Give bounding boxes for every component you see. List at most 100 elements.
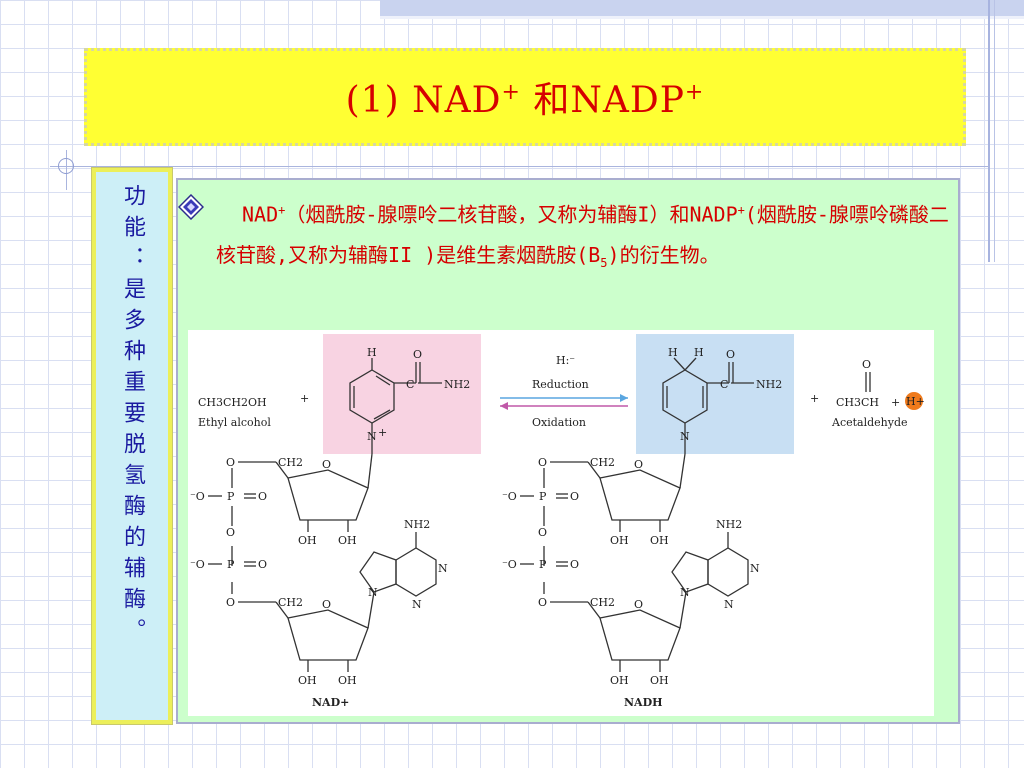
- group-ch2: CH2: [278, 456, 303, 469]
- atom-oh: OH: [650, 534, 669, 547]
- ethanol-name: Ethyl alcohol: [198, 416, 271, 429]
- atom-p: P: [539, 490, 547, 503]
- side-note-box: 功能：是多种重要脱氢酶的辅酶。: [91, 167, 173, 725]
- atom-c: C: [720, 378, 728, 391]
- para-text: (烟酰胺-腺嘌呤磷酸二核苷酸,又称为辅酶II )是维生素烟酰胺(B: [216, 202, 949, 267]
- group-nh2: NH2: [444, 378, 470, 391]
- nicotinamide-ring-reduced: [662, 357, 754, 454]
- plus-sign: +: [810, 392, 819, 405]
- title-sup: +: [684, 80, 705, 105]
- plus-sign: +: [300, 392, 309, 405]
- atom-n: N: [680, 586, 690, 599]
- plus-sign: +: [891, 396, 900, 409]
- atom-o: O: [226, 456, 235, 469]
- para-text: )的衍生物。: [607, 242, 720, 267]
- atom-o: O: [322, 458, 331, 471]
- decor-horizontal-line: [50, 166, 990, 167]
- minus-o: ⁻O: [190, 558, 205, 571]
- atom-oh: OH: [610, 534, 629, 547]
- atom-o: O: [413, 348, 422, 361]
- atom-h: H: [668, 346, 678, 359]
- minus-o: ⁻O: [502, 558, 517, 571]
- atom-n: N: [412, 598, 422, 611]
- side-note-text: 功能：是多种重要脱氢酶的辅酶。: [120, 184, 145, 649]
- atom-o: O: [570, 490, 579, 503]
- title-sup: +: [501, 80, 521, 105]
- nad-reaction-diagram: CH3CH2OH Ethyl alcohol + H O C NH2 N + H…: [190, 334, 925, 709]
- right-decor-line: [988, 0, 990, 262]
- nadh-highlight-box: [636, 334, 794, 454]
- title-part: 和NADP: [520, 80, 685, 121]
- proton-circle: [905, 392, 923, 410]
- reduction-label: Reduction: [532, 378, 589, 391]
- n-plus-charge: +: [378, 426, 387, 439]
- atom-oh: OH: [298, 534, 317, 547]
- atom-o: O: [538, 526, 547, 539]
- title-part: (1) NAD: [345, 80, 502, 121]
- top-decor-band: [380, 0, 1024, 16]
- atom-oh: OH: [650, 674, 669, 687]
- para-text: （烟酰胺-腺嘌呤二核苷酸，又称为辅酶I）和NADP: [285, 202, 738, 227]
- atom-p: P: [227, 490, 235, 503]
- title-banner: (1) NAD+ 和NADP+: [84, 48, 966, 146]
- para-text: NAD: [242, 202, 279, 227]
- atom-n: N: [438, 562, 448, 575]
- atom-p: P: [539, 558, 547, 571]
- para-sup: +: [278, 203, 286, 217]
- group-ch2: CH2: [590, 596, 615, 609]
- atom-n: N: [368, 586, 378, 599]
- para-sub: 5: [600, 255, 608, 270]
- ethanol-formula: CH3CH2OH: [198, 396, 267, 409]
- atom-oh: OH: [298, 674, 317, 687]
- atom-p: P: [227, 558, 235, 571]
- atom-o: O: [258, 490, 267, 503]
- atom-n: N: [750, 562, 760, 575]
- atom-o: O: [570, 558, 579, 571]
- group-nh2: NH2: [716, 518, 742, 531]
- acetaldehyde-name: Acetaldehyde: [831, 416, 908, 429]
- oxidation-arrow-head: [500, 402, 508, 410]
- atom-n-plus: N: [367, 430, 377, 443]
- nadh-backbone: [520, 453, 749, 672]
- atom-o: O: [726, 348, 735, 361]
- minus-o: ⁻O: [190, 490, 205, 503]
- group-nh2: NH2: [404, 518, 430, 531]
- group-ch2: CH2: [278, 596, 303, 609]
- atom-o: O: [226, 526, 235, 539]
- top-decor-band-light: [380, 16, 1024, 19]
- atom-o: O: [226, 596, 235, 609]
- acetaldehyde-formula: CH3CH: [836, 396, 879, 409]
- atom-o: O: [862, 358, 871, 371]
- atom-c: C: [406, 378, 414, 391]
- nadh-label: NADH: [624, 696, 663, 709]
- minus-o: ⁻O: [502, 490, 517, 503]
- atom-n: N: [680, 430, 690, 443]
- atom-o: O: [538, 456, 547, 469]
- atom-o: O: [322, 598, 331, 611]
- oxidation-label: Oxidation: [532, 416, 586, 429]
- atom-o: O: [538, 596, 547, 609]
- nad-highlight-box: [323, 334, 481, 454]
- proton-label: H+: [906, 395, 925, 408]
- description-paragraph: NAD+（烟酰胺-腺嘌呤二核苷酸，又称为辅酶I）和NADP+(烟酰胺-腺嘌呤磷酸…: [216, 190, 956, 283]
- reaction-figure: CH3CH2OH Ethyl alcohol + H O C NH2 N + H…: [188, 330, 934, 716]
- crosshair-icon: [58, 158, 74, 174]
- right-decor-line-thin: [994, 0, 995, 262]
- group-nh2: NH2: [756, 378, 782, 391]
- atom-oh: OH: [610, 674, 629, 687]
- atom-o: O: [634, 458, 643, 471]
- nad-backbone: [208, 453, 437, 672]
- diamond-bullet-icon: [178, 194, 204, 220]
- atom-h: H: [694, 346, 704, 359]
- atom-oh: OH: [338, 534, 357, 547]
- atom-n: N: [724, 598, 734, 611]
- atom-h: H: [367, 346, 377, 359]
- slide-title: (1) NAD+ 和NADP+: [346, 71, 705, 123]
- atom-oh: OH: [338, 674, 357, 687]
- nad-plus-label: NAD+: [312, 696, 349, 709]
- hydride-label: H:⁻: [556, 354, 575, 367]
- atom-o: O: [258, 558, 267, 571]
- atom-o: O: [634, 598, 643, 611]
- para-sup: +: [737, 203, 745, 217]
- nicotinamide-ring-oxidized: [349, 358, 442, 454]
